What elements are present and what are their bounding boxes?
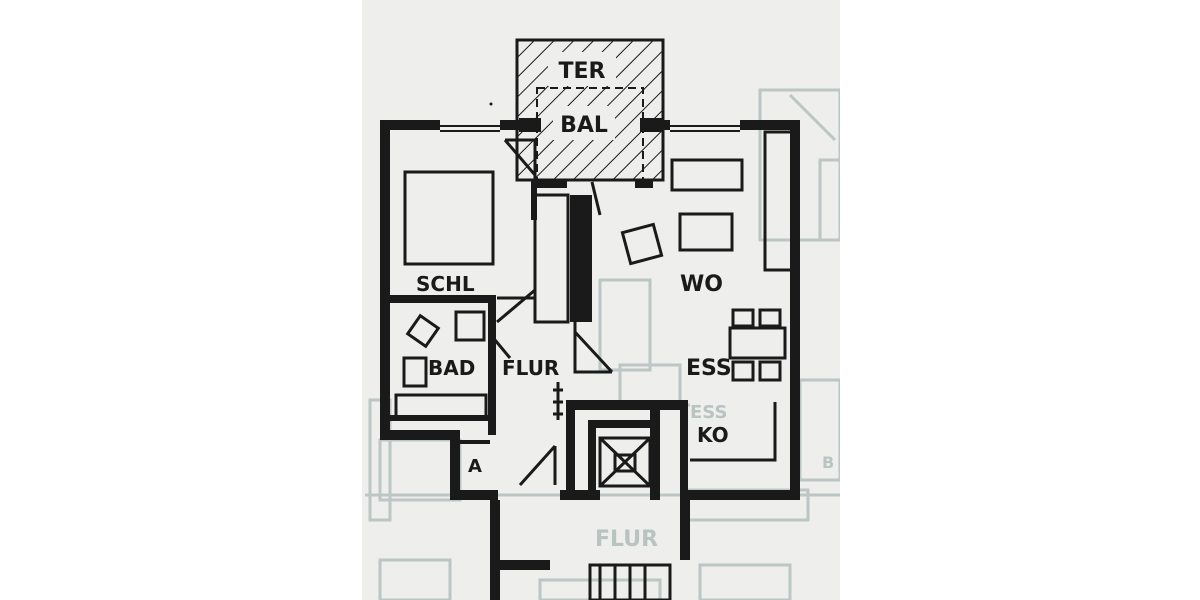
cabinet-icon — [763, 130, 795, 272]
balcony-door-icon — [505, 138, 537, 180]
neighbour-label-dining: ESS — [690, 402, 727, 423]
toilet-icon — [402, 356, 428, 388]
neighbour-label-mark: B — [822, 453, 834, 472]
sofa-icon — [670, 158, 744, 192]
kitchen-counter-icon — [690, 402, 777, 462]
dot-mark — [489, 102, 493, 106]
washbasin-icon — [454, 310, 486, 342]
room-label-bathroom: BAD — [428, 356, 475, 380]
armchair-tilted-icon — [620, 222, 664, 266]
wardrobe-icon — [533, 193, 570, 324]
walls — [380, 118, 800, 600]
balcony-area — [515, 38, 665, 182]
neighbour-label-hallway: FLUR — [595, 527, 658, 552]
dining-table-icon — [728, 326, 787, 360]
room-label-dining: ESS — [686, 356, 732, 381]
room-labels: TER BAL SCHL BAD FLUR WO ESS KO A FLUR E… — [416, 59, 834, 552]
living-door-icon — [573, 322, 612, 374]
room-label-balcony: BAL — [560, 113, 608, 138]
room-label-living: WO — [680, 272, 723, 297]
fittings — [394, 125, 795, 600]
room-label-hallway: FLUR — [502, 356, 559, 380]
bedroom-door-icon — [497, 296, 537, 322]
room-label-kitchen: KO — [697, 423, 729, 447]
room-label-terrace: TER — [559, 59, 606, 84]
bed-icon — [403, 170, 495, 266]
shower-icon — [405, 313, 441, 349]
bathtub-icon — [394, 393, 488, 419]
room-label-storage: A — [468, 456, 482, 477]
room-label-bedroom: SCHL — [416, 272, 475, 296]
armchair-icon — [678, 212, 734, 252]
